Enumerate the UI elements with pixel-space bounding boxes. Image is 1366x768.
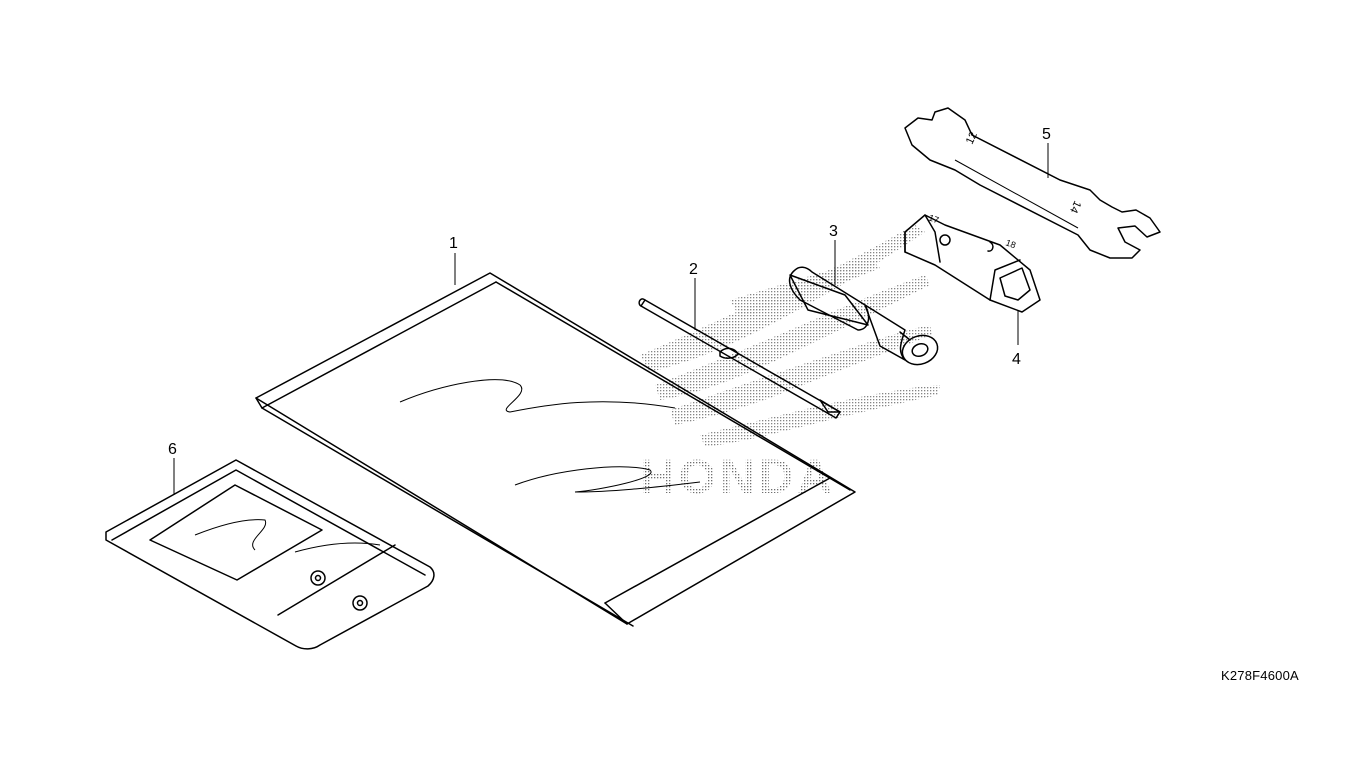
callout-1: 1 — [449, 235, 458, 252]
manual-pouch-part-6 — [105, 459, 435, 650]
callout-4: 4 — [1012, 351, 1021, 368]
wrench-marking-a: 12 — [964, 130, 980, 146]
box-socket-wrench-part-4: 17 18 — [904, 212, 1041, 313]
wrench-marking-b: 14 — [1067, 199, 1083, 215]
open-end-wrench-part-5: 12 14 — [904, 107, 1161, 259]
honda-wing-watermark — [640, 225, 940, 447]
callout-3: 3 — [829, 223, 838, 240]
callout-2: 2 — [689, 261, 698, 278]
diagram-code-label: K278F4600A — [1221, 668, 1299, 683]
leader-lines — [173, 143, 1049, 495]
socket-marking-a: 17 — [927, 212, 940, 225]
tool-bag-part-1 — [255, 272, 856, 627]
socket-marking-b: 18 — [1004, 237, 1017, 250]
honda-watermark-text: HONDA — [640, 451, 836, 504]
screwdriver-shaft-part-2 — [638, 298, 841, 419]
callout-6: 6 — [168, 441, 177, 458]
screwdriver-grip-part-3 — [788, 266, 939, 366]
callout-5: 5 — [1042, 126, 1051, 143]
